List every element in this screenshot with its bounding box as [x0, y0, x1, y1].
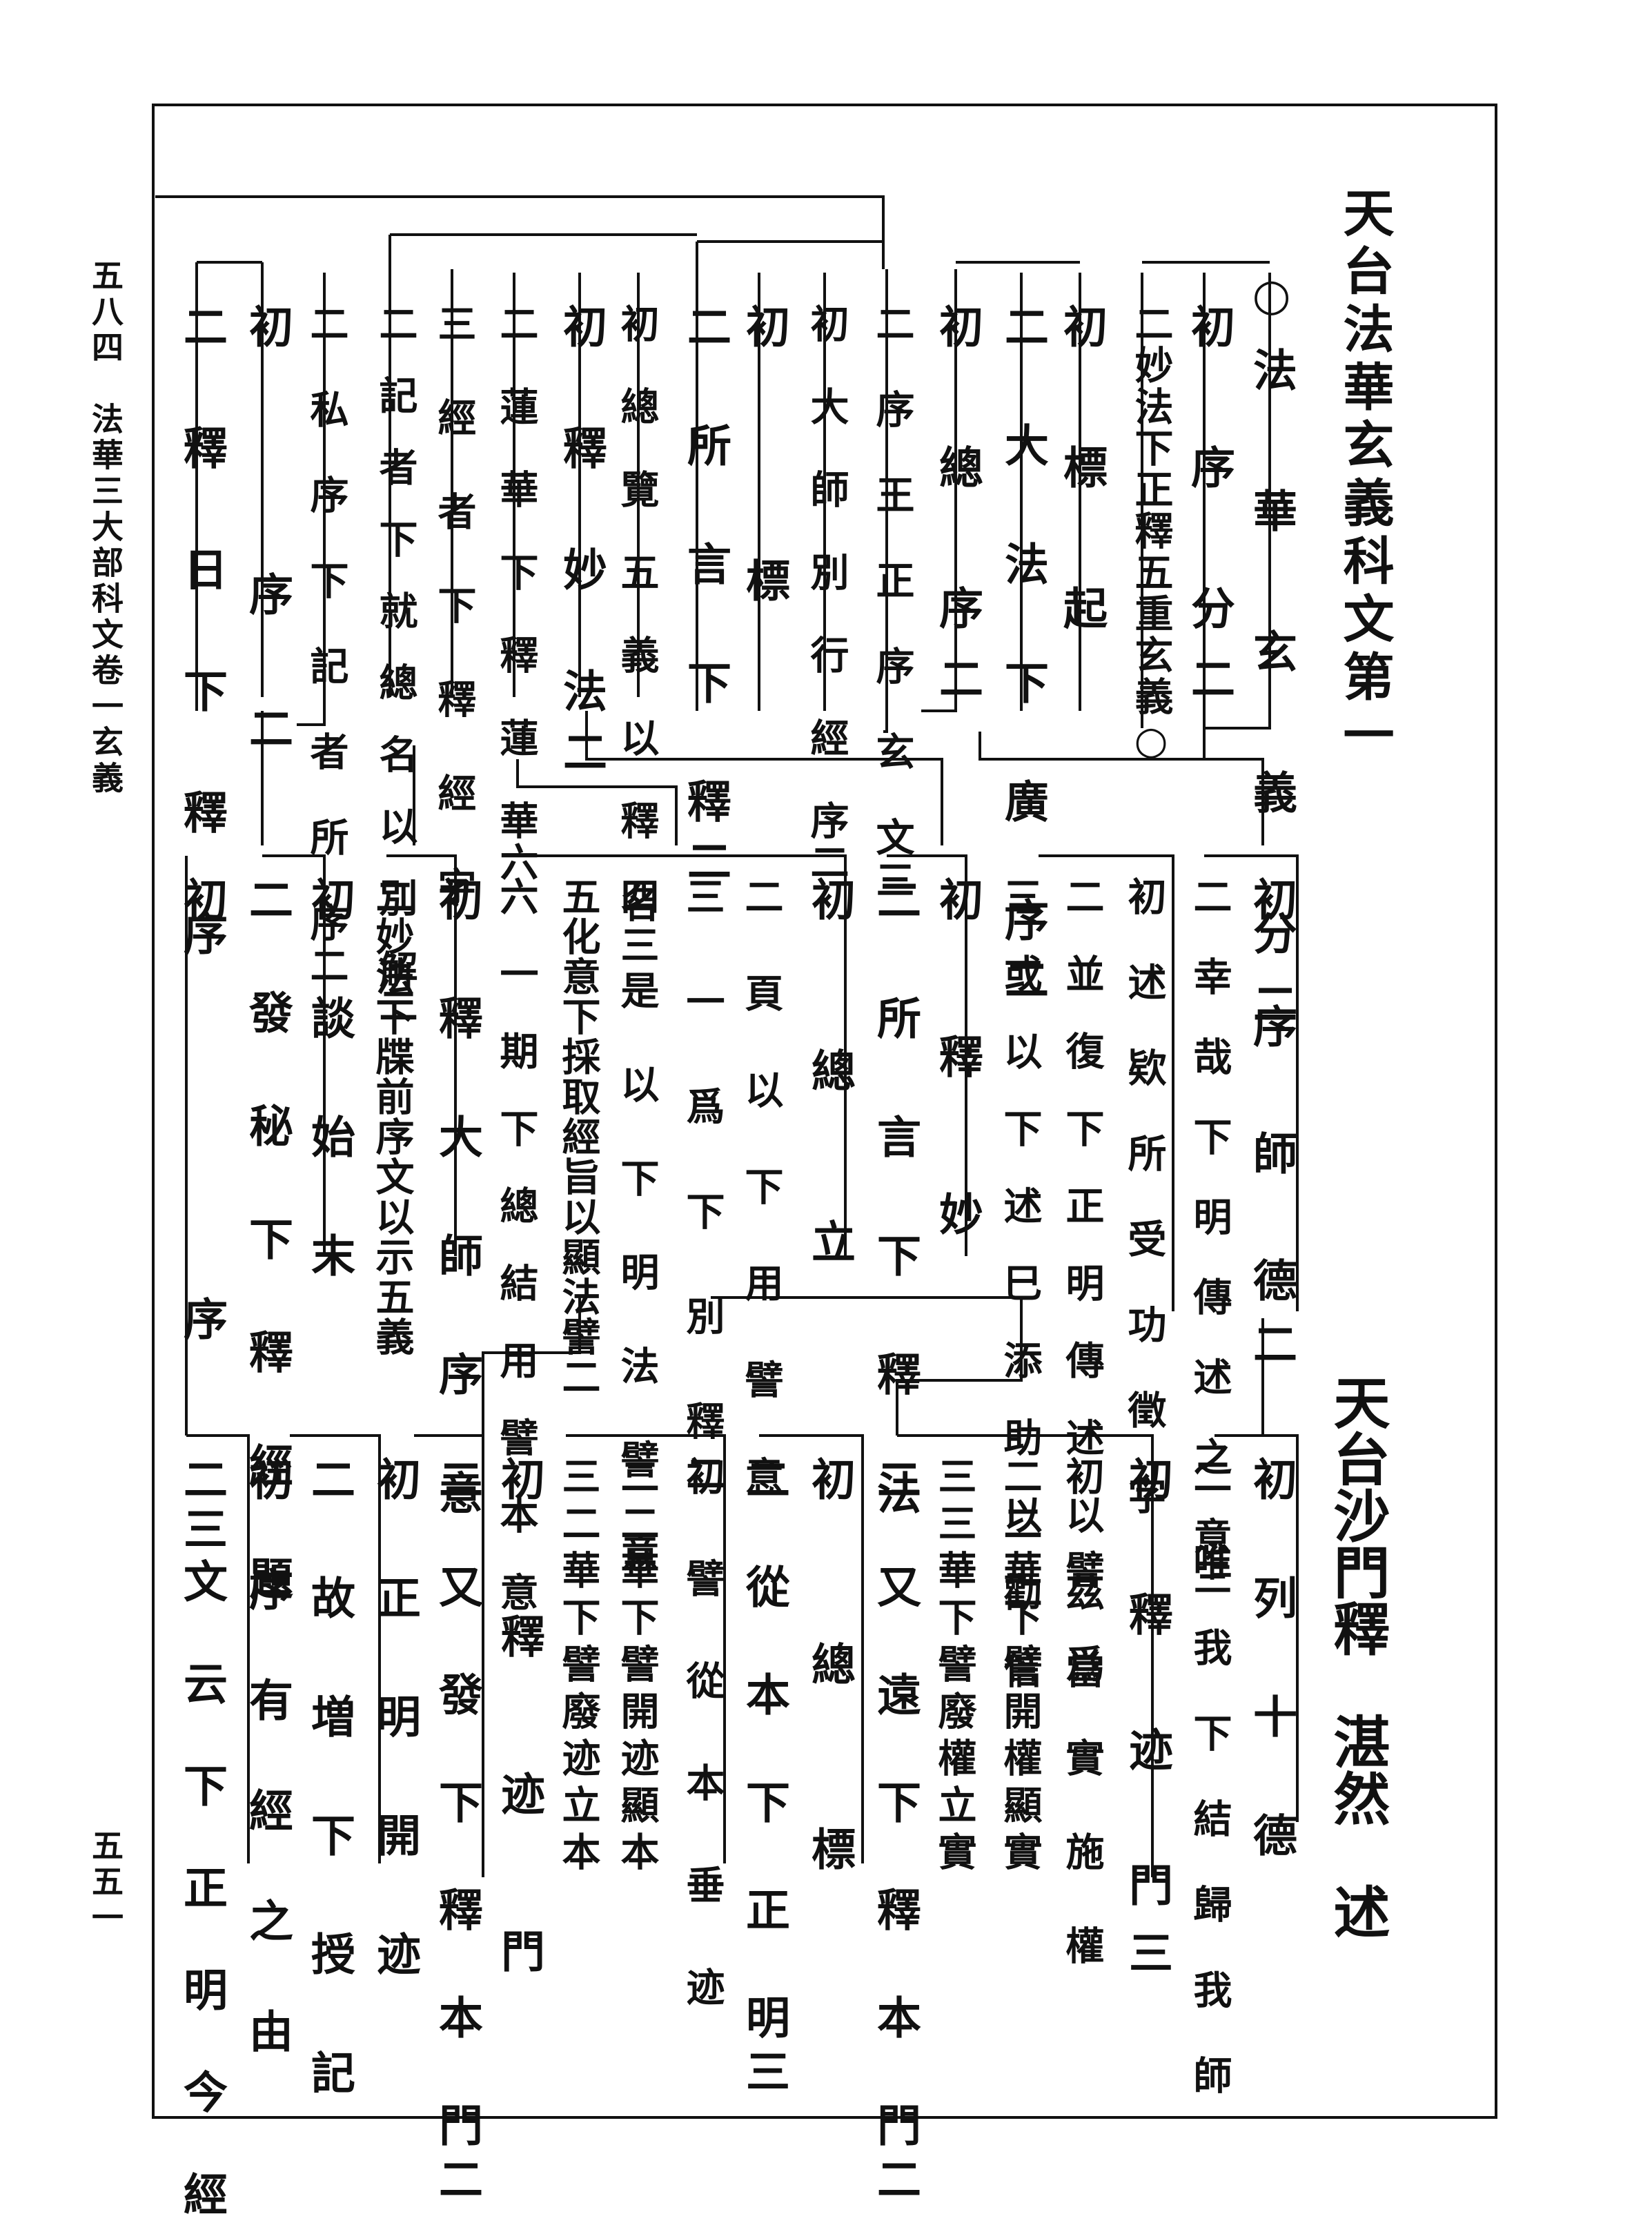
outline-entry: 二 唯 我 下 結 歸 我 師: [1187, 1456, 1232, 2098]
outline-entry: 二 釋 日 下 釋 序: [176, 304, 228, 972]
outline-entry: 初 譬 從 本 垂 迹: [680, 1456, 725, 2018]
outline-entry: 二二華下譬開迹顯本: [614, 1456, 660, 1879]
outline-entry: 二 發 秘 下 釋 經 題: [242, 877, 293, 1612]
outline-entry: 二 大 法 下 廣 序二: [997, 304, 1049, 1016]
outline-entry: 初 標: [738, 304, 790, 685]
outline-entry: 三 一 爲 下 別 釋二: [680, 877, 725, 1506]
outline-entry: 二 所 言 下 釋 法: [869, 877, 921, 1529]
outline-entry: 初 總 立: [804, 877, 856, 1304]
margin-page-number: 五五一: [87, 1829, 124, 1937]
outline-entry: ○法 華 玄 義 分二: [1246, 269, 1297, 1051]
outline-entry: 二妙法下牒前序文以示五義: [369, 877, 415, 1357]
outline-entry: 三二華下譬廢迹立本: [555, 1456, 601, 1879]
outline-entry: 二 蓮 華 下 釋 蓮 華六: [493, 304, 539, 883]
outline-entry: 六 一 期 下 總 結 用 譬 本 意: [493, 877, 539, 1611]
outline-entry: 初 正 明 開 迹: [369, 1456, 421, 1990]
outline-entry: 初 標 起: [1056, 304, 1108, 656]
page-frame: [152, 104, 1497, 2119]
outline-entry: 二 記 者 下 就 總 名 以 別 解二: [373, 304, 418, 1021]
outline-entry: 二 故 増 下 授 記: [304, 1456, 355, 2109]
outline-entry: 初 釋 迹 門三: [1121, 1456, 1173, 1997]
outline-entry: 初 釋 大 師 序 意: [431, 877, 483, 1529]
outline-entry: 二二華下譬開權顯實: [997, 1456, 1043, 1879]
outline-entry: 二 文 云 下 正 明 今 經: [176, 1456, 228, 2222]
outline-entry: 二 所 言 下 釋二: [680, 304, 731, 897]
outline-entry: 二 從 本 下 正 明三: [738, 1456, 790, 2102]
outline-entry: 初 釋 迹 門: [493, 1456, 545, 2007]
outline-entry: 三 經 者 下 釋 經 字: [431, 304, 477, 914]
outline-entry: 初 序三: [176, 877, 228, 1716]
outline-entry: 初 譬 爲 實 施 權: [1059, 1456, 1105, 1972]
outline-entry: 二 序 王 正 序 玄 文三: [869, 304, 915, 903]
page-title: 天台法華玄義科文第一: [1335, 186, 1394, 766]
outline-entry: 二 又 遠 下 釋 本 門二: [869, 1456, 921, 2210]
outline-entry: 初 序 師 德二: [1246, 877, 1297, 1384]
outline-entry: 初 釋 妙 法二: [555, 304, 607, 790]
outline-entry: 四 是 以 下 明 法 譬 意: [614, 877, 660, 1580]
outline-entry: 初 序 分二: [1183, 304, 1235, 726]
outline-entry: 初 序 有 經 之 由: [242, 1456, 293, 2064]
outline-entry: 五化意下採取經旨以顯法譬二: [555, 877, 601, 1397]
outline-entry: 初 大 師 別 行 經 序二: [804, 304, 849, 883]
outline-entry: 二 幸 哉 下 明 傳 述 之 意三: [1187, 877, 1232, 1597]
margin-header-text: 五八四 法華三大部科文卷一玄義: [87, 259, 124, 797]
outline-entry: 初 列 十 德: [1246, 1456, 1297, 1872]
outline-entry: 三三華下譬廢權立實: [932, 1456, 977, 1879]
outline-entry: 二 又 發 下 釋 本 門二: [431, 1456, 483, 2210]
author-line: 天台沙門釋 湛然 述: [1324, 1373, 1390, 1939]
outline-entry: 二妙法下正釋五重玄義○: [1128, 304, 1174, 766]
outline-entry: 初 釋 妙: [932, 877, 983, 1270]
outline-entry: 初 述 欵 所 受 功 徵 字: [1121, 877, 1167, 1518]
outline-entry: 二 頁 以 下 用 譬 意: [738, 877, 784, 1505]
outline-entry: 初 談 始 末: [304, 877, 355, 1292]
outline-entry: 初 總 序二: [932, 304, 983, 726]
outline-entry: 初 序二: [242, 304, 293, 839]
outline-entry: 三 或 以 下 述 巳 添 助 以 勸 信: [997, 877, 1043, 1688]
outline-entry: 二 私 序 下 記 者 所 序二: [304, 304, 349, 988]
outline-entry: 二 並 復 下 正 明 傳 述 以 茲 當: [1059, 877, 1105, 1688]
outline-entry: 初 總 標: [804, 1456, 856, 1919]
outline-entry: 初 總 覽 五 義 以 釋 名三: [614, 304, 660, 966]
